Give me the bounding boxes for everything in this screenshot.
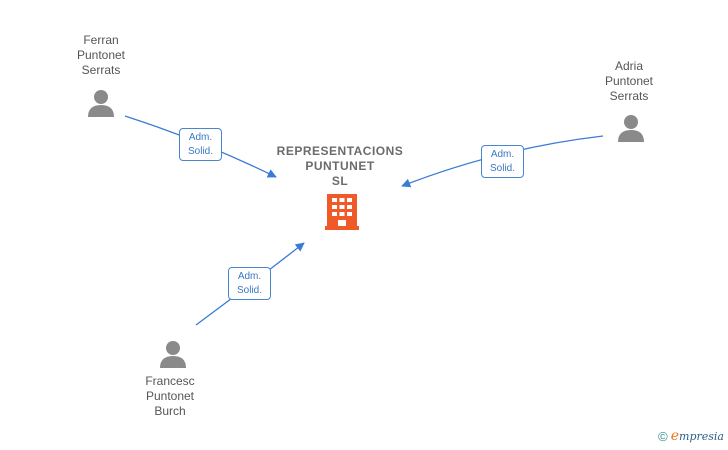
relation-label-adria[interactable]: Adm. Solid.	[481, 145, 524, 178]
relation-type: Solid.	[187, 146, 213, 157]
footer-brand: © empresia	[658, 428, 724, 444]
person-name-francesc[interactable]: Francesc Puntonet Burch	[145, 374, 195, 418]
brand-logo[interactable]: empresia	[671, 428, 724, 444]
relation-role: Adm.	[237, 271, 262, 282]
person-name-ferran[interactable]: Ferran Puntonet Serrats	[76, 33, 126, 77]
company-name[interactable]: REPRESENTACIONS PUNTUNET SL	[276, 144, 404, 188]
person-icon[interactable]	[87, 88, 115, 118]
relation-role: Adm.	[188, 132, 213, 143]
person-name-adria[interactable]: Adria Puntonet Serrats	[604, 59, 654, 103]
person-icon[interactable]	[617, 113, 645, 143]
building-icon[interactable]	[325, 194, 359, 230]
brand-initial: e	[670, 428, 680, 444]
brand-rest: mpresia	[679, 430, 724, 443]
relation-role: Adm.	[490, 149, 515, 160]
copyright-icon: ©	[658, 428, 668, 444]
relation-type: Solid.	[236, 285, 262, 296]
relation-type: Solid.	[489, 163, 515, 174]
relation-label-francesc[interactable]: Adm. Solid.	[228, 267, 271, 300]
relation-label-ferran[interactable]: Adm. Solid.	[179, 128, 222, 161]
person-icon[interactable]	[159, 339, 187, 369]
